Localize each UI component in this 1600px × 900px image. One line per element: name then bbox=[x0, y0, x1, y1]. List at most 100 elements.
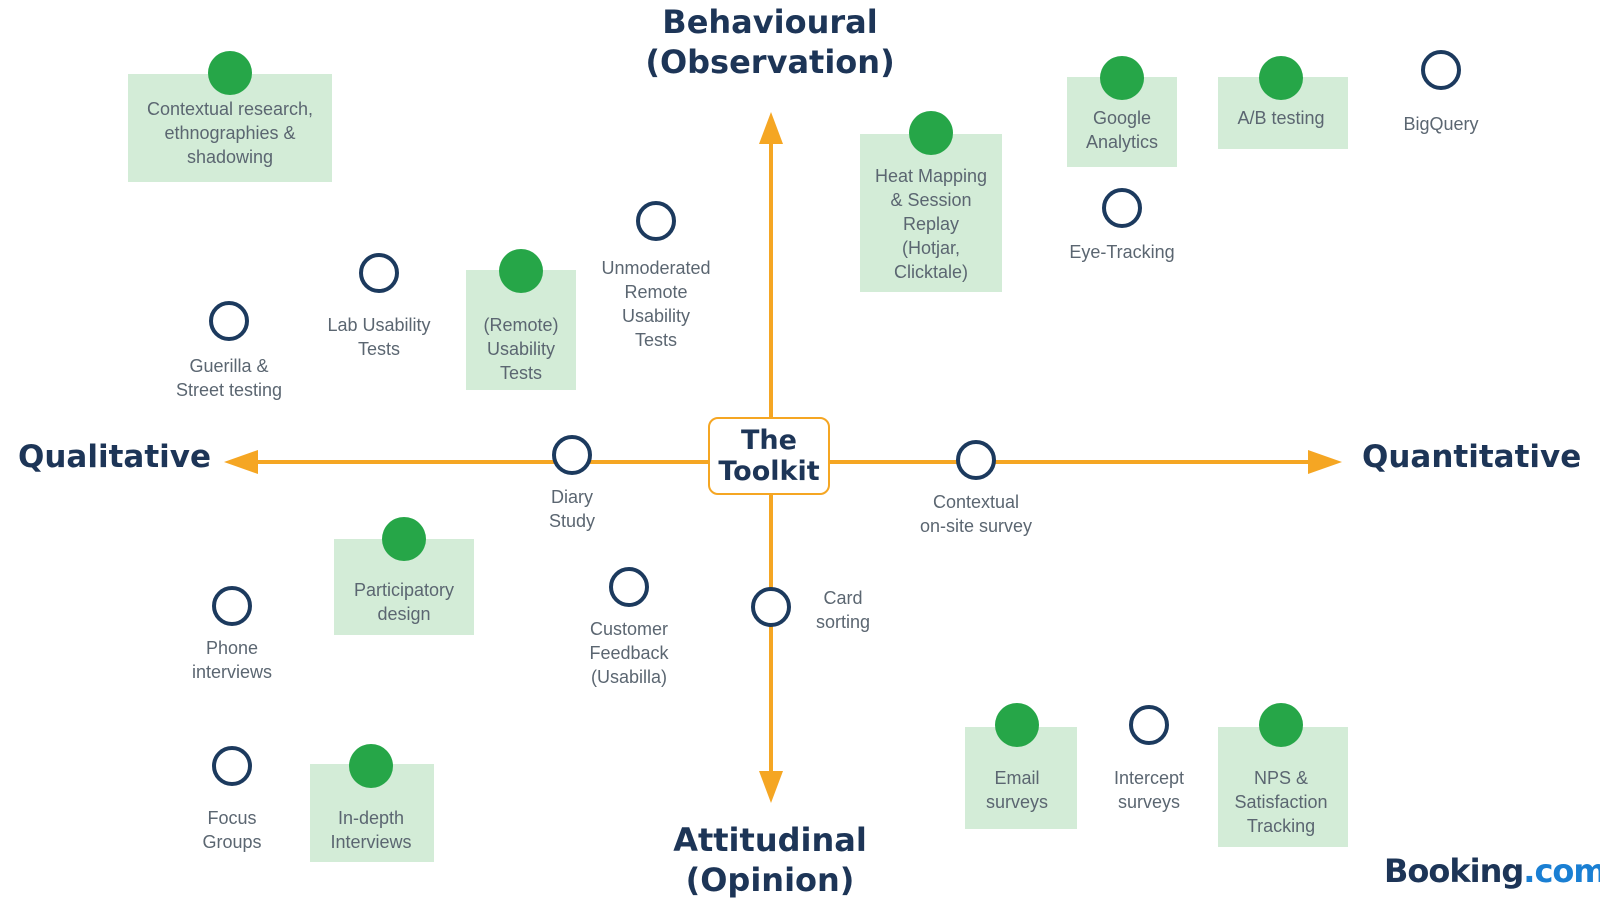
heat-mapping-label-line: Replay bbox=[902, 214, 960, 234]
unmoderated-remote-open-marker bbox=[636, 201, 676, 241]
ab-testing-label-line: A/B testing bbox=[1237, 108, 1325, 128]
nps-tracking-label-line: Tracking bbox=[1246, 816, 1316, 836]
unmoderated-remote-label-line: Remote bbox=[624, 282, 688, 302]
customer-feedback-label-line: (Usabilla) bbox=[590, 667, 668, 687]
email-surveys-label: Email surveys bbox=[986, 766, 1048, 814]
ab-testing-filled-marker bbox=[1259, 56, 1303, 100]
remote-usability-label-line: (Remote) bbox=[483, 315, 559, 335]
heat-mapping-label-line: Clicktale) bbox=[893, 262, 969, 282]
card-sorting-label-line: Card bbox=[823, 588, 863, 608]
axis-bottom-line2: (Opinion) bbox=[685, 861, 855, 899]
contextual-onsite-label-line: Contextual bbox=[932, 492, 1020, 512]
guerilla-label-line: Guerilla & bbox=[189, 356, 269, 376]
customer-feedback-label-line: Customer bbox=[589, 619, 669, 639]
lab-usability-label-line: Lab Usability bbox=[327, 315, 431, 335]
heat-mapping-label-line: Heat Mapping bbox=[874, 166, 988, 186]
guerilla-label-line: Street testing bbox=[175, 380, 283, 400]
contextual-onsite-label-line: on-site survey bbox=[919, 516, 1033, 536]
intercept-surveys-label-line: surveys bbox=[1117, 792, 1181, 812]
remote-usability-label-line: Tests bbox=[499, 363, 543, 383]
bigquery-label-line: BigQuery bbox=[1403, 114, 1479, 134]
diary-study-label-line: Diary bbox=[550, 487, 593, 507]
axis-right-line1: Quantitative bbox=[1362, 439, 1582, 475]
remote-usability-label-line: Usability bbox=[486, 339, 556, 359]
axis-label-left: Qualitative bbox=[18, 438, 218, 477]
nps-tracking-label-line: Satisfaction bbox=[1234, 792, 1328, 812]
contextual-research-label-line: shadowing bbox=[186, 147, 274, 167]
center-toolkit-box: The Toolkit bbox=[708, 417, 830, 495]
booking-logo: Booking.com bbox=[1384, 852, 1600, 890]
contextual-research-label-line: ethnographies & bbox=[164, 123, 296, 143]
nps-tracking-filled-marker bbox=[1259, 703, 1303, 747]
bigquery-open-marker bbox=[1421, 50, 1461, 90]
up-arrow-head bbox=[759, 112, 783, 144]
axis-top-line1: Behavioural bbox=[662, 3, 878, 41]
heat-mapping-label-line: (Hotjar, bbox=[901, 238, 961, 258]
customer-feedback-open-marker bbox=[609, 567, 649, 607]
google-analytics-label-line: Analytics bbox=[1085, 132, 1159, 152]
in-depth-interviews-label-line: In-depth bbox=[337, 808, 405, 828]
guerilla-label: Guerilla & Street testing bbox=[176, 354, 282, 402]
lab-usability-label-line: Tests bbox=[357, 339, 400, 359]
heat-mapping-label-line: & Session bbox=[890, 190, 972, 210]
right-arrow-head bbox=[1308, 450, 1342, 474]
phone-interviews-open-marker bbox=[212, 586, 252, 626]
unmoderated-remote-label-line: Usability bbox=[621, 306, 691, 326]
diary-study-label-line: Study bbox=[548, 511, 596, 531]
center-line2: Toolkit bbox=[718, 456, 820, 487]
diary-study-open-marker bbox=[552, 435, 592, 475]
email-surveys-label-line: Email bbox=[994, 768, 1040, 788]
eye-tracking-label-line: Eye-Tracking bbox=[1069, 242, 1175, 262]
contextual-research-label-line: Contextual research, bbox=[146, 99, 314, 119]
heat-mapping-filled-marker bbox=[909, 111, 953, 155]
center-line1: The bbox=[741, 424, 797, 456]
left-arrow-head bbox=[224, 450, 258, 474]
contextual-onsite-label: Contextual on-site survey bbox=[920, 490, 1032, 538]
axis-top-line2: (Observation) bbox=[645, 43, 895, 81]
heat-mapping-highlight bbox=[860, 134, 1002, 292]
lab-usability-open-marker bbox=[359, 253, 399, 293]
phone-interviews-label: Phone interviews bbox=[192, 636, 272, 684]
phone-interviews-label-line: interviews bbox=[191, 662, 273, 682]
email-surveys-label-line: surveys bbox=[985, 792, 1049, 812]
down-arrow-head bbox=[759, 771, 783, 803]
logo-part1: Booking bbox=[1384, 852, 1524, 890]
google-analytics-filled-marker bbox=[1100, 56, 1144, 100]
participatory-design-filled-marker bbox=[382, 517, 426, 561]
card-sorting-open-marker bbox=[751, 587, 791, 627]
axis-left-line1: Qualitative bbox=[18, 439, 212, 475]
intercept-surveys-label-line: Intercept bbox=[1113, 768, 1185, 788]
participatory-design-label-line: Participatory bbox=[353, 580, 455, 600]
card-sorting-label: Card sorting bbox=[816, 586, 870, 634]
axis-bottom-line1: Attitudinal bbox=[673, 821, 867, 859]
ab-testing-label: A/B testing bbox=[1237, 106, 1324, 130]
logo-part2: .com bbox=[1523, 852, 1600, 890]
customer-feedback-label-line: Feedback bbox=[589, 643, 669, 663]
axis-label-right: Quantitative bbox=[1362, 438, 1582, 477]
contextual-research-label: Contextual research, ethnographies & shado… bbox=[147, 97, 313, 169]
eye-tracking-open-marker bbox=[1102, 188, 1142, 228]
contextual-onsite-open-marker bbox=[956, 440, 996, 480]
contextual-research-filled-marker bbox=[208, 51, 252, 95]
card-sorting-label-line: sorting bbox=[815, 612, 871, 632]
email-surveys-filled-marker bbox=[995, 703, 1039, 747]
nps-tracking-label-line: NPS & bbox=[1253, 768, 1309, 788]
intercept-surveys-label: Intercept surveys bbox=[1114, 766, 1184, 814]
axis-label-top: Behavioural (Observation) bbox=[620, 2, 920, 82]
focus-groups-label-line: Focus bbox=[207, 808, 257, 828]
google-analytics-label-line: Google bbox=[1092, 108, 1152, 128]
phone-interviews-label-line: Phone bbox=[205, 638, 259, 658]
axis-label-bottom: Attitudinal (Opinion) bbox=[620, 820, 920, 900]
